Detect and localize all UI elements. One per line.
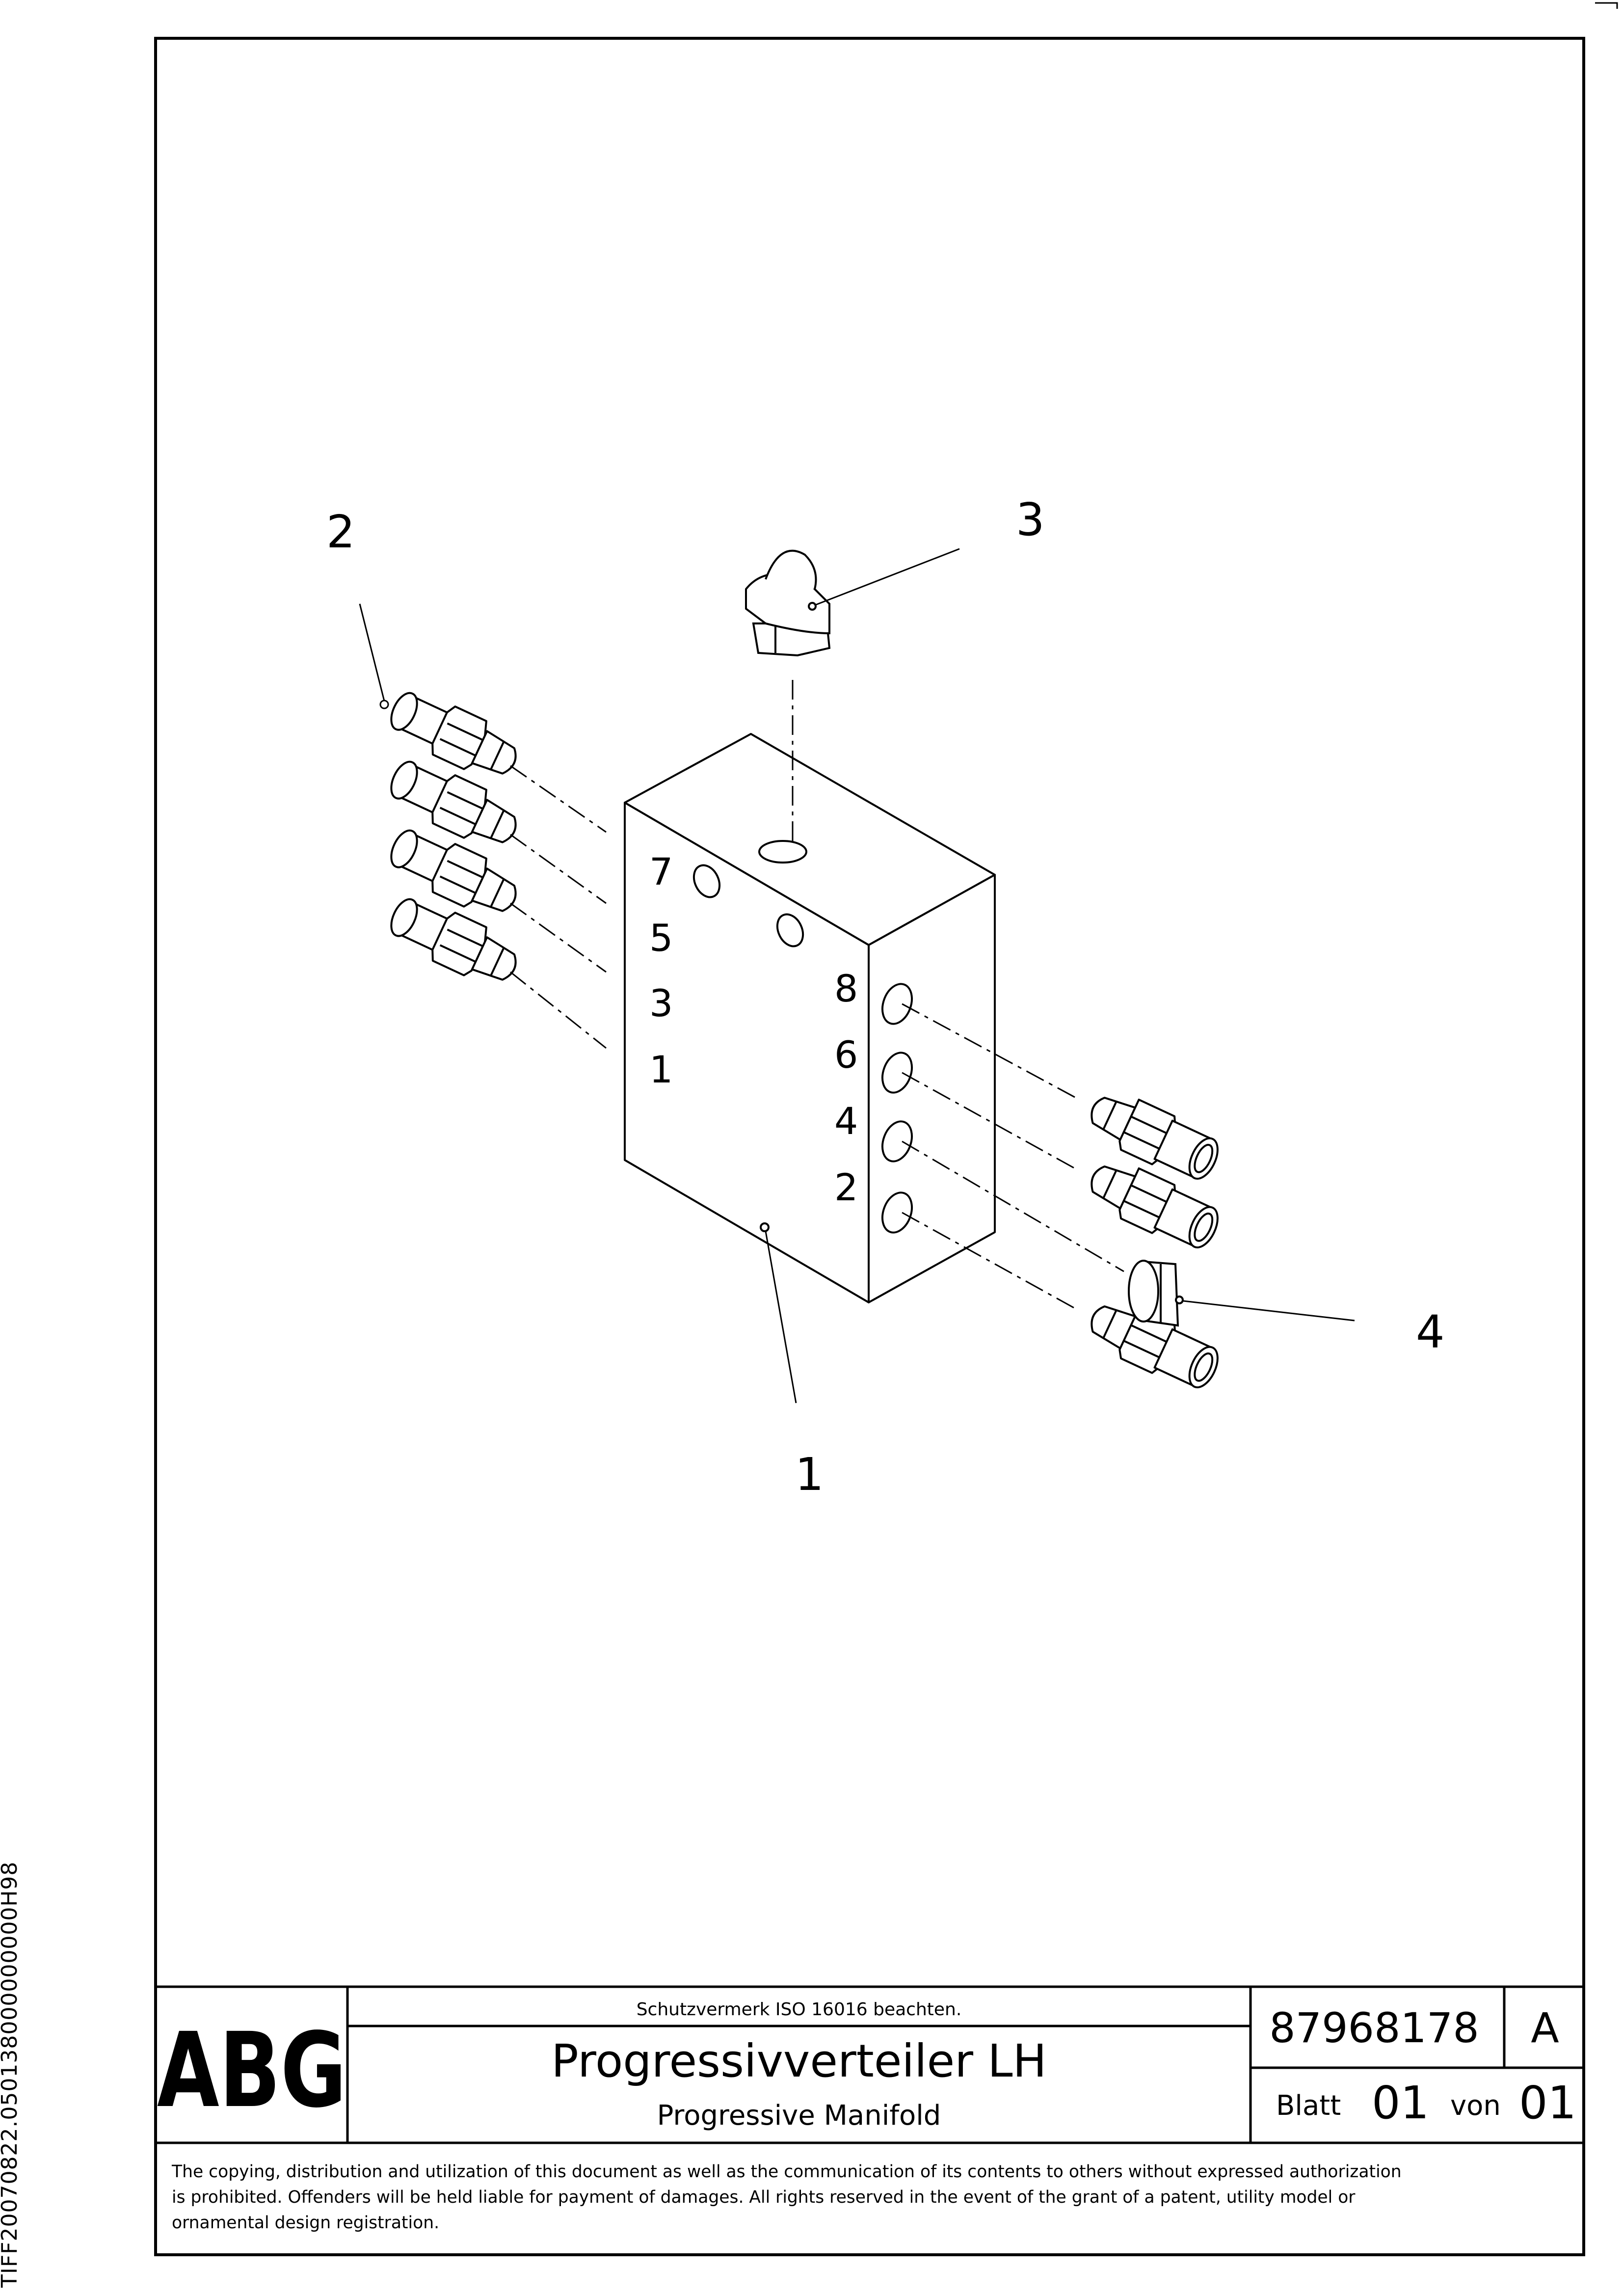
plug-item-4	[1128, 1260, 1184, 1327]
fittings-right	[1085, 1090, 1224, 1393]
port-number: 5	[649, 916, 673, 960]
drawing-number: 87968178	[1269, 2004, 1479, 2052]
port-number: 8	[834, 967, 858, 1010]
port-number: 1	[649, 1048, 673, 1091]
copyright-line: ornamental design registration.	[172, 2213, 439, 2233]
manifold-block	[624, 733, 996, 1303]
sheet-number: 01	[1372, 2077, 1429, 2129]
side-identifier: TIFF20070822.050138000000000H98	[0, 1861, 22, 2288]
title-english: Progressive Manifold	[657, 2100, 941, 2132]
title-german: Progressivverteiler LH	[551, 2035, 1046, 2087]
abg-logo: ABG	[157, 2011, 346, 2131]
port-number: 3	[649, 981, 673, 1025]
callout-2: 2	[326, 506, 355, 558]
fittings-left	[385, 688, 523, 987]
callout-4: 4	[1416, 1306, 1445, 1358]
of-label: von	[1450, 2090, 1501, 2122]
port-number: 7	[649, 850, 673, 893]
centre-lines-left	[510, 765, 607, 1049]
sheet-total: 01	[1519, 2077, 1576, 2129]
protection-note: Schutzvermerk ISO 16016 beachten.	[637, 1999, 962, 2020]
revision: A	[1531, 2004, 1559, 2052]
port-number: 2	[834, 1165, 858, 1209]
centre-lines-right	[902, 1003, 1124, 1309]
copyright-line: is prohibited. Offenders will be held li…	[172, 2188, 1356, 2207]
title-block	[156, 1985, 1584, 2144]
callout-dot	[379, 700, 389, 709]
grease-nipple	[745, 549, 831, 657]
callout-1: 1	[795, 1448, 824, 1501]
sheet-label: Blatt	[1276, 2090, 1341, 2122]
corner-mark	[1595, 2, 1618, 9]
port-number: 6	[834, 1033, 858, 1077]
callout-3: 3	[1016, 493, 1045, 546]
copyright-line: The copying, distribution and utilizatio…	[171, 2162, 1402, 2182]
port-number: 4	[834, 1099, 858, 1143]
sheet-border	[154, 37, 1585, 2256]
leader-lines	[359, 548, 1355, 1404]
